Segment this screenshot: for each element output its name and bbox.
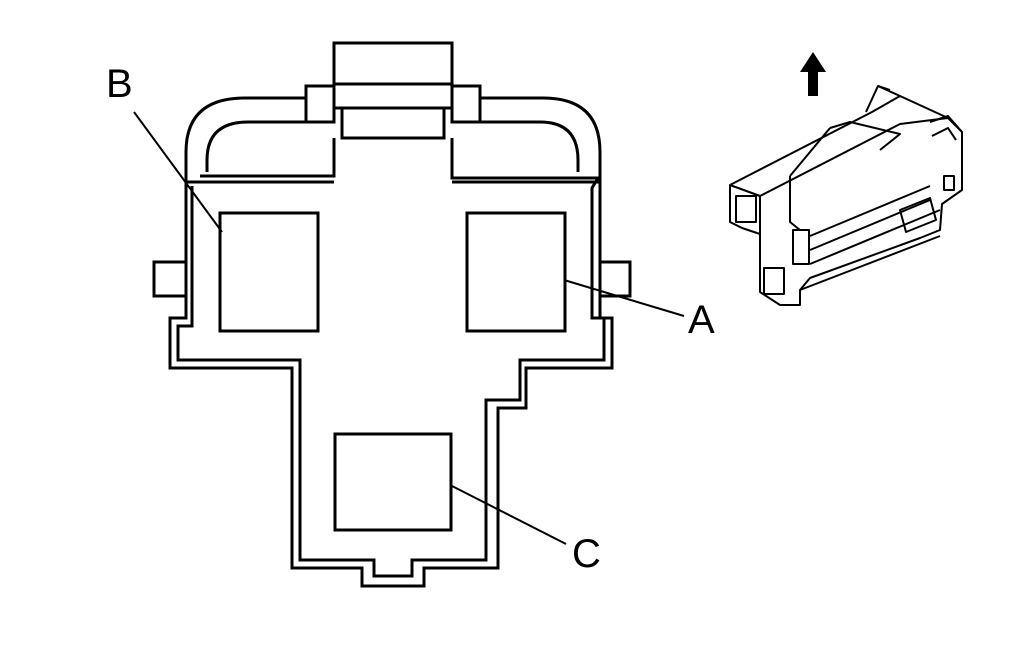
leader-lines [133, 111, 685, 545]
arrow-up-icon [800, 52, 826, 96]
left-side-lug [152, 260, 188, 298]
cavity-a [465, 211, 567, 333]
cavity-b [218, 211, 320, 333]
top-latch [304, 41, 482, 140]
connector-face-view [152, 41, 632, 588]
callout-label-b: B [106, 62, 133, 106]
right-side-lug [598, 260, 632, 298]
leader-line-a [563, 279, 685, 317]
callout-label-a: A [688, 298, 715, 342]
leader-line-b [133, 111, 223, 233]
cavity-c [333, 432, 453, 532]
connector-3d-view [729, 85, 963, 306]
callout-label-c: C [572, 532, 601, 576]
body-outer-outline [168, 182, 614, 588]
body-inner-outline [176, 138, 606, 578]
leader-line-c [451, 485, 567, 545]
arc-handle [184, 96, 602, 182]
